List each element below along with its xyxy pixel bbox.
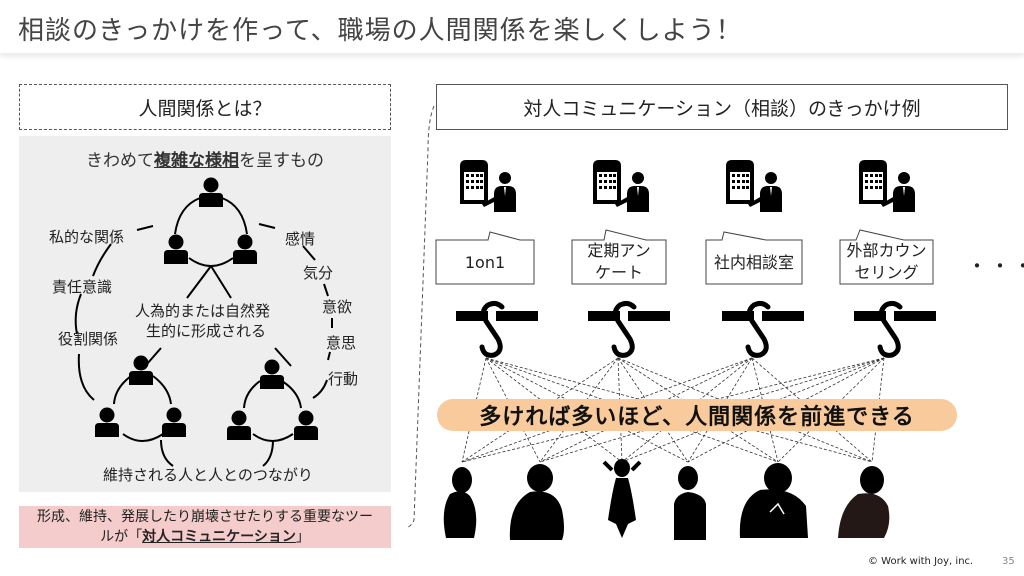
callout-box <box>571 229 667 285</box>
group-triad-bottom-left <box>95 347 186 442</box>
callout-box <box>705 231 803 285</box>
key-message-banner: 多ければ多いほど、人間関係を前進できる <box>437 399 957 431</box>
label-private-relations: 私的な関係 <box>49 228 125 246</box>
example-label: セリング <box>854 263 919 282</box>
right-heading: 対人コミュニケーション（相談）のきっかけ例 <box>436 84 1008 130</box>
panel-subtitle: きわめて複雑な様相を呈すもの <box>19 146 391 171</box>
network-link-line <box>461 357 753 463</box>
example-1on1: 1on1 <box>436 242 534 284</box>
relations-diagram <box>74 177 333 467</box>
left-heading: 人間関係とは？ <box>19 84 391 130</box>
network-link-line <box>751 357 779 463</box>
building-presenter-icon <box>460 160 516 212</box>
s-hook-icon <box>854 303 936 355</box>
person-silhouette-icon <box>674 466 706 540</box>
building-presenter-icon <box>593 160 649 212</box>
note-line-2: ルが「対人コミュニケーション」 <box>19 527 391 547</box>
banner-text: 多ければ多いほど、人間関係を前進できる <box>479 405 915 430</box>
network-link-line <box>485 357 689 463</box>
network-link-line <box>485 357 779 463</box>
copyright: © Work with Joy, inc. <box>868 556 974 567</box>
network-link-line <box>751 357 873 463</box>
network-link-line <box>485 357 873 463</box>
label-formed-line1: 人為的または自然発 <box>135 302 271 320</box>
example-label: 定期アン <box>587 241 651 260</box>
people-silhouettes <box>443 459 890 540</box>
person-silhouette-icon <box>443 467 477 538</box>
person-silhouette-icon <box>838 466 890 538</box>
left-heading-text: 人間関係とは？ <box>138 97 272 120</box>
building-presenter-icon <box>726 160 782 212</box>
label-mood: 気分 <box>303 264 334 282</box>
network-link-line <box>539 357 753 463</box>
note-line-1: 形成、維持、発展したり崩壊させたりする重要なツー <box>37 509 373 525</box>
example-label: 1on1 <box>464 253 506 272</box>
s-hook-icon <box>722 303 804 355</box>
person-silhouette-icon <box>739 463 808 538</box>
group-triad-top <box>164 177 257 299</box>
communication-note: 形成、維持、発展したり崩壊させたりする重要なツー ルが「対人コミュニケーション」 <box>19 506 391 548</box>
label-motivation: 意欲 <box>322 298 353 316</box>
network-link-line <box>485 357 541 463</box>
subtitle-post: を呈すもの <box>239 151 324 171</box>
network-link-line <box>461 357 619 463</box>
callout-box <box>435 231 535 285</box>
note-emphasis: 対人コミュニケーション <box>142 529 296 545</box>
subtitle-emphasis: 複雑な様相 <box>154 151 239 171</box>
label-action: 行動 <box>328 370 359 388</box>
right-heading-text: 対人コミュニケーション（相談）のきっかけ例 <box>523 97 921 120</box>
note-line2-pre: ルが「 <box>100 529 143 545</box>
example-external-counseling: 外部カウン セリング <box>840 240 933 284</box>
connector-dashed-line <box>405 105 435 529</box>
label-emotion: 感情 <box>285 230 316 248</box>
network-link-line <box>621 357 753 463</box>
network-link-line <box>461 357 487 463</box>
building-presenter-icon <box>859 160 915 212</box>
human-relations-diagram-panel: きわめて複雑な様相を呈すもの <box>19 136 391 492</box>
label-formed-line2: 生的に形成される <box>146 322 267 340</box>
example-label: 社内相談室 <box>713 253 794 272</box>
callout-box <box>839 229 934 285</box>
page-number: 35 <box>1002 556 1015 567</box>
person-silhouette-icon <box>509 464 564 540</box>
example-internal-consultation: 社内相談室 <box>706 242 802 284</box>
note-line2-post: 」 <box>295 529 310 545</box>
example-label: ケート <box>594 263 643 282</box>
label-will: 意思 <box>326 334 357 352</box>
s-hook-icon <box>588 303 670 355</box>
more-examples-ellipsis: ・・・ <box>967 254 1024 278</box>
person-silhouette-icon <box>602 459 642 538</box>
label-role-relations: 役割関係 <box>58 330 119 348</box>
s-hook-icon <box>456 303 538 355</box>
example-label: 外部カウン <box>846 241 927 260</box>
label-maintained-connection: 維持される人と人とのつながり <box>103 466 313 484</box>
example-periodic-survey: 定期アン ケート <box>572 240 666 284</box>
subtitle-pre: きわめて <box>86 151 154 171</box>
page-title: 相談のきっかけを作って、職場の人間関係を楽しくしよう！ <box>18 16 743 46</box>
label-responsibility: 責任意識 <box>52 278 113 296</box>
title-bar: 相談のきっかけを作って、職場の人間関係を楽しくしよう！ <box>0 0 1024 54</box>
